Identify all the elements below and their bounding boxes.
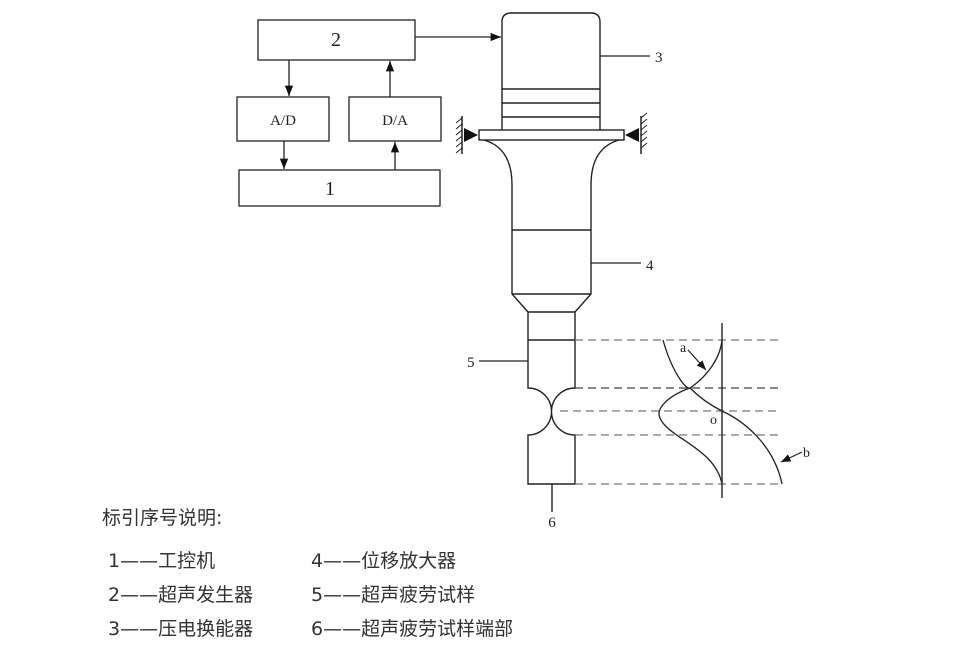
callout-6: 6 [548,515,556,531]
ad-label: A/D [270,113,296,129]
reference-lines [560,339,780,485]
ad-block: A/D [236,96,330,142]
callout-4: 4 [646,258,654,274]
callout-3: 3 [655,50,663,66]
origin-label-o: o [710,413,717,428]
legend-item-3: 3——压电换能器 [108,618,254,640]
right-fixed-support [625,112,648,154]
flange [478,129,625,141]
curve-a [658,339,723,485]
curve-b [689,387,783,485]
da-block: D/A [348,96,442,142]
legend-item-2: 2——超声发生器 [108,584,254,606]
generator-block: 2 [257,19,416,61]
displacement-amplifier [483,139,620,313]
da-label: D/A [382,113,408,129]
left-fixed-support [455,116,478,154]
legend-item-5: 5——超声疲劳试样 [311,584,476,606]
computer-block: 1 [238,169,441,207]
legend-item-4: 4——位移放大器 [311,550,457,572]
computer-label: 1 [325,178,335,200]
fatigue-specimen [527,311,576,485]
piezo-transducer [501,12,601,130]
arrow-label-b [780,451,803,463]
legend-title: 标引序号说明: [102,507,223,529]
callout-5: 5 [467,355,475,371]
legend-item-6: 6——超声疲劳试样端部 [311,618,514,640]
arrow-label-a [687,349,707,371]
generator-label: 2 [331,29,341,51]
curve-label-a: a [680,341,687,356]
curve-label-b: b [803,446,810,461]
legend-item-1: 1——工控机 [108,550,216,572]
